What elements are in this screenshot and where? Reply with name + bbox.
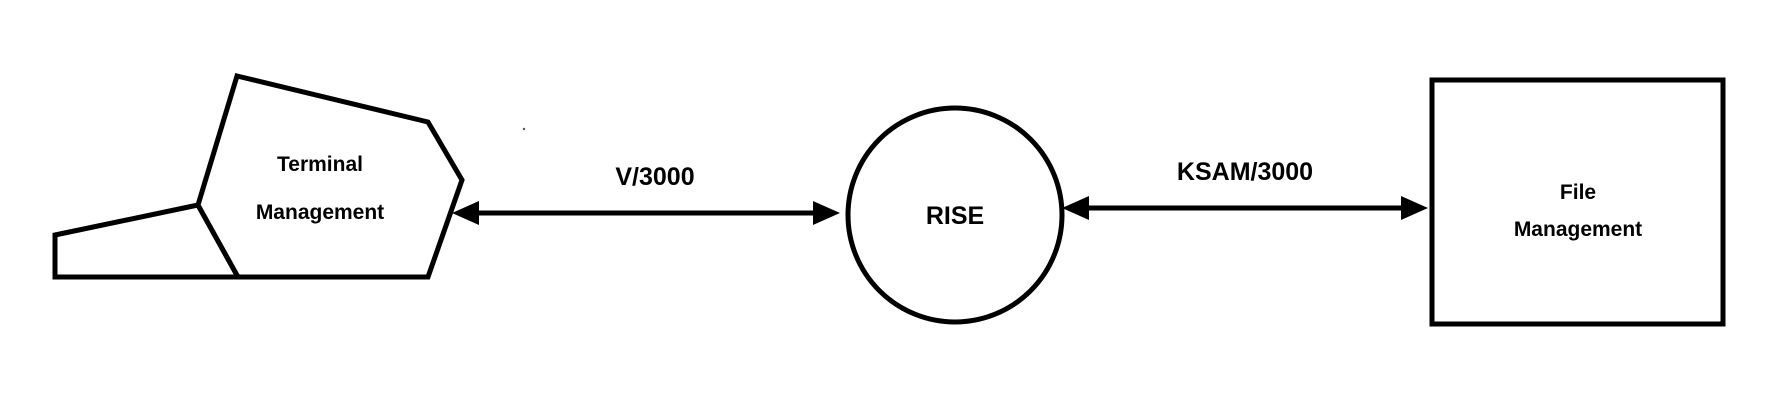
terminal-screen-shape (195, 73, 465, 280)
left-connection-label: V/3000 (615, 163, 694, 191)
terminal-node: Terminal Management (52, 73, 465, 280)
file-label-line1: File (1560, 181, 1596, 204)
terminal-label-line1: Terminal (277, 153, 363, 176)
right-connection-label: KSAM/3000 (1177, 158, 1313, 186)
stray-dot (522, 127, 526, 131)
right-arrowhead-east (1401, 196, 1428, 220)
file-label-line2: Management (1514, 218, 1642, 241)
right-arrowhead-west (1062, 196, 1089, 220)
left-arrowhead-west (452, 201, 479, 225)
right-connection: KSAM/3000 (1062, 158, 1428, 220)
left-connection: V/3000 (452, 163, 840, 225)
file-box (1429, 77, 1726, 327)
file-node: File Management (1429, 77, 1726, 327)
rise-label: RISE (926, 202, 984, 230)
rise-node: RISE (845, 105, 1065, 325)
rise-circle (845, 105, 1065, 325)
left-arrowhead-east (813, 201, 840, 225)
terminal-label-line2: Management (256, 201, 384, 224)
